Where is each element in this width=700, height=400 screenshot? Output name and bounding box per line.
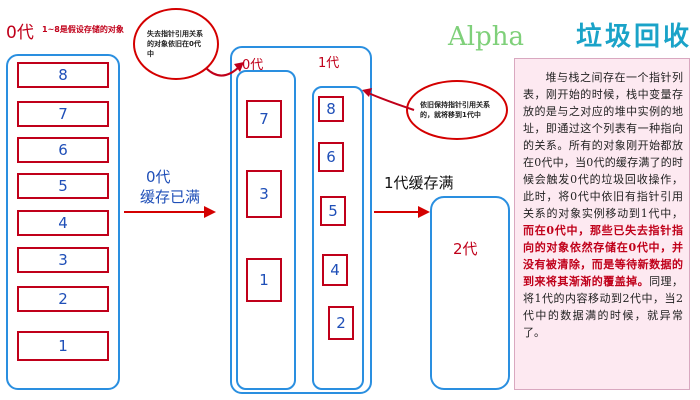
middle-gen0-label: 0代: [242, 58, 264, 73]
gen0-left-container: [6, 54, 120, 390]
callout-bubble-keep-pointer: 依旧保持指针引用关系的，就将移到1代中: [406, 80, 508, 140]
explanation-panel: 堆与栈之间存在一个指针列表，刚开始的时候，栈中变量存放的是与之对应的堆中实例的地…: [514, 58, 690, 390]
middle-gen1-object-2: 2: [328, 306, 354, 340]
gen0-left-object-1: 1: [17, 331, 109, 361]
main-title: 垃圾回收: [576, 22, 693, 52]
middle-gen1-object-5: 5: [320, 196, 346, 226]
middle-gen1-object-4: 4: [322, 254, 348, 286]
gen0-left-object-3: 3: [17, 247, 109, 273]
middle-gen1-object-6: 6: [318, 142, 344, 172]
callout-bubble-lost-pointer: 失去指针引用关系的对象依旧在0代中: [133, 8, 219, 80]
gen0-left-object-8: 8: [17, 62, 109, 88]
gen0-left-object-5: 5: [17, 173, 109, 199]
middle-gen0-object-1: 1: [246, 258, 282, 302]
gen0-full-label-line1: 0代: [146, 168, 171, 186]
middle-gen1-container: [312, 86, 364, 390]
gen0-left-object-7: 7: [17, 101, 109, 127]
middle-gen0-object-7: 7: [246, 100, 282, 138]
gen2-label: 2代: [453, 240, 478, 258]
gen0-left-note: 1~8是假设存储的对象: [42, 25, 124, 34]
callout-bubble-keep-pointer-text: 依旧保持指针引用关系的，就将移到1代中: [420, 101, 490, 119]
explanation-text-2: 同理，将1代的内容移动到2代中，当2代中的数据满的时候，就异常了。: [523, 275, 684, 339]
gen1-full-label: 1代缓存满: [384, 174, 454, 192]
explanation-text-1: 堆与栈之间存在一个指针列表，刚开始的时候，栈中变量存放的是与之对应的堆中实例的地…: [523, 71, 683, 220]
gen0-full-arrowhead: [204, 206, 216, 218]
gen0-left-object-2: 2: [17, 286, 109, 312]
middle-gen1-label: 1代: [318, 56, 340, 71]
callout-bubble-lost-pointer-text: 失去指针引用关系的对象依旧在0代中: [147, 30, 203, 58]
explanation-highlight: 而在0代中，那些已失去指针指向的对象依然存储在0代中，并没有被清除，而是等待新数…: [523, 224, 683, 288]
middle-gen0-container: [236, 70, 296, 390]
gen1-full-arrowhead: [418, 206, 430, 218]
middle-gen0-object-3: 3: [246, 170, 282, 218]
middle-container: [230, 46, 372, 394]
middle-gen1-object-8: 8: [318, 96, 344, 122]
gen2-container: [430, 196, 510, 390]
gen0-left-object-4: 4: [17, 210, 109, 236]
gen0-full-label-line2: 缓存已满: [140, 188, 201, 206]
gen0-left-label: 0代: [6, 23, 34, 43]
alpha-title: Alpha: [448, 22, 524, 52]
gen0-left-object-6: 6: [17, 137, 109, 163]
